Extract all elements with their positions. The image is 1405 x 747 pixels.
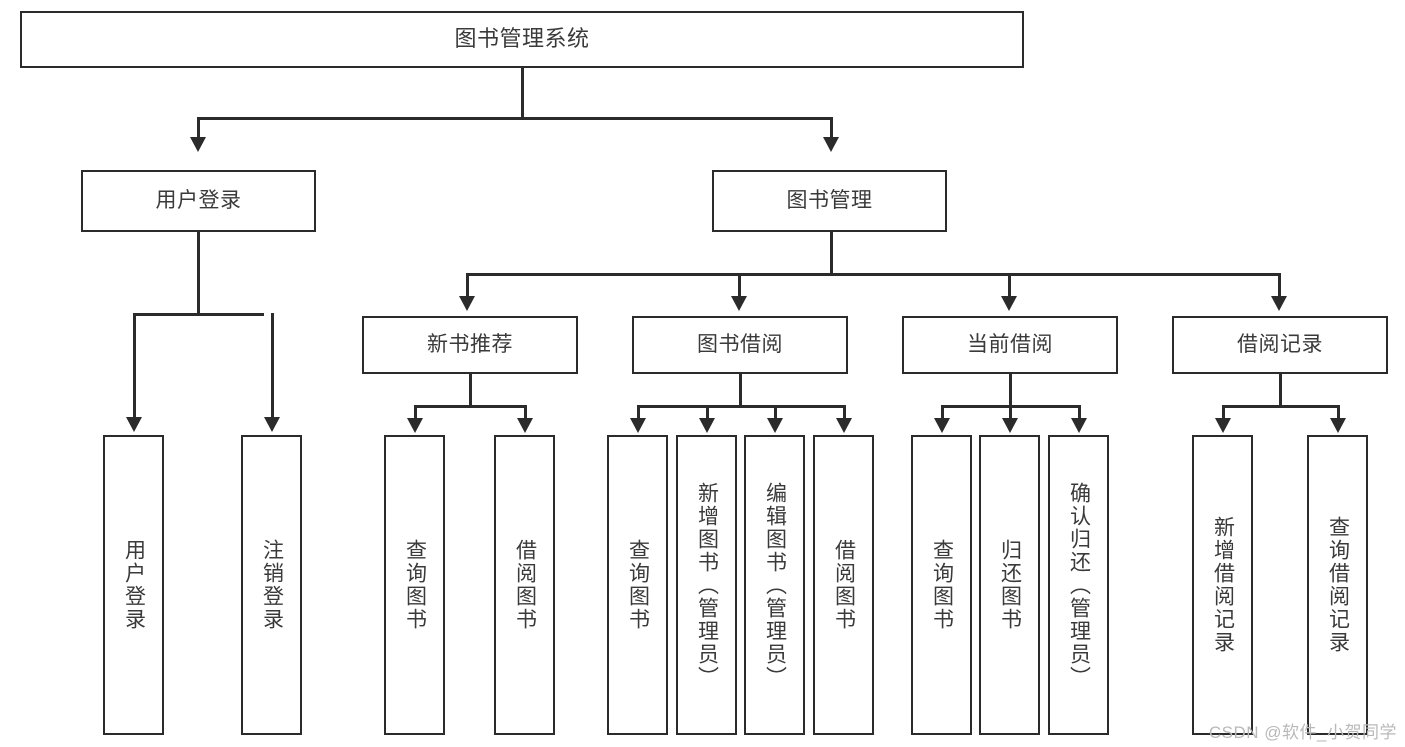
connector-borrowrecord-stem — [1279, 374, 1282, 406]
connector-currentborrow-drop-2 — [1009, 405, 1012, 419]
connector-bookmgmt-drop-1 — [466, 273, 469, 297]
connector-borrowrecord-drop-2 — [1337, 405, 1340, 419]
watermark-text: CSDN @软件_小贺同学 — [1208, 723, 1397, 742]
connector-bookmgmt-bus — [466, 273, 1280, 276]
arrow-icon — [459, 296, 475, 311]
node-label: 新增图书（管理员） — [695, 481, 719, 689]
connector-newbook-drop-2 — [524, 405, 527, 419]
connector-bookmgmt-stem — [830, 232, 833, 274]
arrow-icon — [1215, 418, 1231, 433]
connector-root-to-bookmgmt — [830, 117, 833, 139]
arrow-icon — [836, 418, 852, 433]
arrow-icon — [699, 418, 715, 433]
connector-borrowrecord-drop-1 — [1222, 405, 1225, 419]
arrow-icon — [767, 418, 783, 433]
arrow-icon — [1001, 296, 1017, 311]
node-label: 借阅图书 — [832, 539, 856, 631]
node-label: 编辑图书（管理员） — [763, 481, 787, 689]
connector-bookmgmt-drop-3 — [1008, 273, 1011, 297]
arrow-icon — [934, 418, 950, 433]
connector-bookborrow-drop-4 — [843, 405, 846, 419]
node-current-borrow[interactable]: 当前借阅 — [902, 316, 1118, 374]
connector-currentborrow-drop-3 — [1078, 405, 1081, 419]
node-label: 借阅图书 — [513, 539, 537, 631]
node-label: 图书借阅 — [697, 333, 783, 357]
node-book-management[interactable]: 图书管理 — [712, 170, 947, 232]
connector-newbook-stem — [469, 374, 472, 406]
node-label: 图书管理 — [786, 189, 873, 213]
connector-bookborrow-drop-1 — [637, 405, 640, 419]
connector-userlogin-drop-2 — [271, 313, 274, 418]
connector-bookborrow-drop-3 — [774, 405, 777, 419]
arrow-icon — [1002, 418, 1018, 433]
connector-root-bus — [197, 117, 833, 120]
connector-borrowrecord-bus — [1222, 405, 1339, 408]
node-new-book-recommend[interactable]: 新书推荐 — [362, 316, 578, 374]
connector-bookmgmt-drop-2 — [738, 273, 741, 297]
node-label: 借阅记录 — [1237, 333, 1323, 357]
connector-bookborrow-bus — [637, 405, 845, 408]
connector-newbook-drop-1 — [414, 405, 417, 419]
connector-userlogin-drop-1 — [133, 313, 136, 418]
connector-root-to-userlogin — [197, 117, 200, 139]
node-user-login[interactable]: 用户登录 — [81, 170, 316, 232]
leaf-add-book-admin[interactable]: 新增图书（管理员） — [676, 435, 737, 735]
leaf-user-login[interactable]: 用户登录 — [103, 435, 164, 735]
node-label: 查询图书 — [403, 539, 427, 631]
leaf-return-book[interactable]: 归还图书 — [979, 435, 1040, 735]
connector-bookborrow-drop-2 — [706, 405, 709, 419]
node-label: 归还图书 — [998, 539, 1022, 631]
node-root-system[interactable]: 图书管理系统 — [20, 11, 1024, 68]
connector-newbook-bus — [414, 405, 526, 408]
node-label: 用户登录 — [155, 189, 242, 213]
node-book-borrow[interactable]: 图书借阅 — [632, 316, 848, 374]
arrow-icon — [126, 417, 142, 432]
arrow-icon — [264, 417, 280, 432]
node-label: 查询图书 — [930, 539, 954, 631]
connector-userlogin-stem — [197, 232, 200, 314]
connector-bookborrow-stem — [739, 374, 742, 406]
arrow-icon — [1271, 296, 1287, 311]
node-label: 新增借阅记录 — [1211, 516, 1235, 654]
leaf-query-borrow-record[interactable]: 查询借阅记录 — [1307, 435, 1368, 735]
leaf-query-book-recommend[interactable]: 查询图书 — [384, 435, 445, 735]
connector-currentborrow-drop-1 — [941, 405, 944, 419]
leaf-borrow-book[interactable]: 借阅图书 — [813, 435, 874, 735]
arrow-icon — [517, 418, 533, 433]
arrow-icon — [630, 418, 646, 433]
connector-currentborrow-stem — [1009, 374, 1012, 406]
arrow-icon — [1071, 418, 1087, 433]
connector-root-stem — [521, 68, 524, 118]
node-label: 当前借阅 — [967, 333, 1053, 357]
node-label: 确认归还（管理员） — [1067, 481, 1091, 689]
node-label: 注销登录 — [260, 539, 284, 631]
node-label: 图书管理系统 — [454, 26, 590, 52]
leaf-logout[interactable]: 注销登录 — [241, 435, 302, 735]
arrow-icon — [407, 418, 423, 433]
leaf-borrow-book-recommend[interactable]: 借阅图书 — [494, 435, 555, 735]
leaf-add-borrow-record[interactable]: 新增借阅记录 — [1192, 435, 1253, 735]
leaf-query-book[interactable]: 查询图书 — [607, 435, 668, 735]
node-label: 用户登录 — [122, 539, 146, 631]
arrow-icon — [731, 296, 747, 311]
leaf-query-book-current[interactable]: 查询图书 — [911, 435, 972, 735]
node-label: 查询借阅记录 — [1326, 516, 1350, 654]
arrow-icon — [823, 137, 839, 152]
connector-bookmgmt-drop-4 — [1278, 273, 1281, 297]
node-label: 查询图书 — [626, 539, 650, 631]
node-borrow-record[interactable]: 借阅记录 — [1172, 316, 1388, 374]
connector-userlogin-bus — [133, 313, 264, 316]
arrow-icon — [190, 137, 206, 152]
leaf-confirm-return-admin[interactable]: 确认归还（管理员） — [1048, 435, 1109, 735]
node-label: 新书推荐 — [427, 333, 513, 357]
leaf-edit-book-admin[interactable]: 编辑图书（管理员） — [744, 435, 805, 735]
arrow-icon — [1330, 418, 1346, 433]
